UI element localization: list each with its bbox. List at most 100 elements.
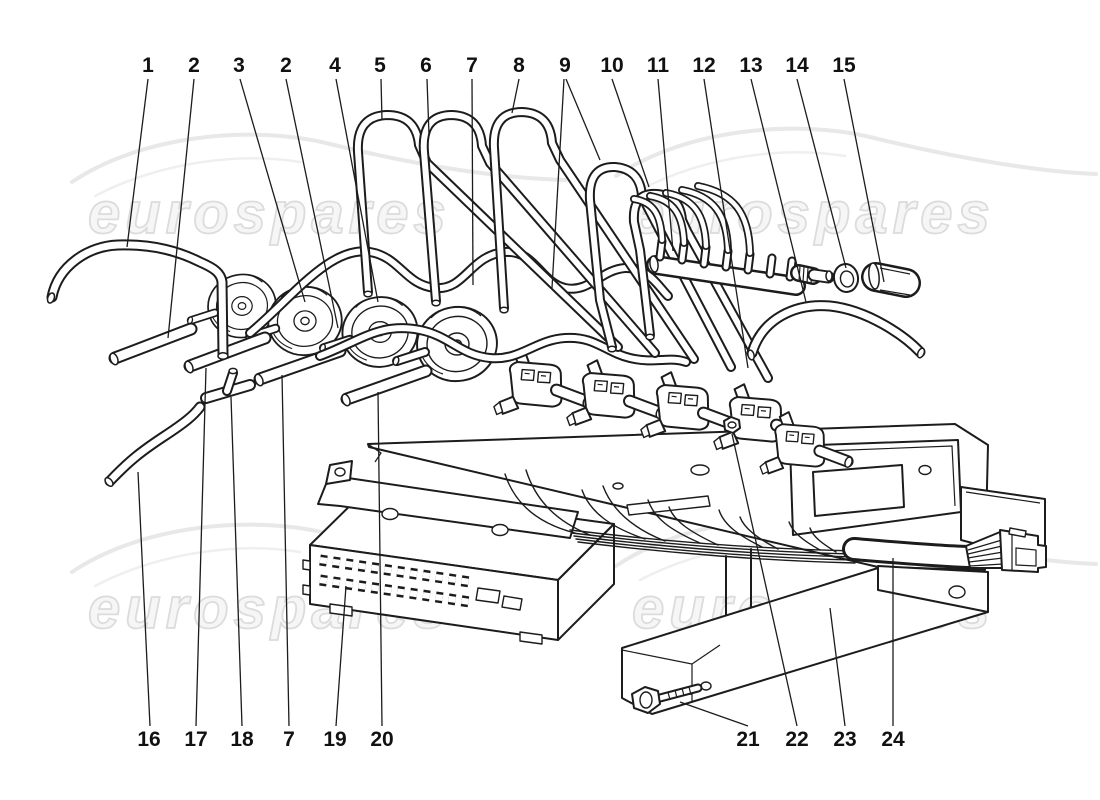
grommet-ring-part bbox=[839, 270, 855, 288]
leader-line-21 bbox=[679, 701, 749, 727]
support-bracket-assembly-part bbox=[877, 565, 989, 613]
hex-bolt bbox=[631, 683, 703, 714]
wiring-harness-part bbox=[575, 538, 856, 561]
callout-label-12: 12 bbox=[692, 54, 715, 77]
support-bracket-assembly-part bbox=[948, 585, 966, 599]
leader-line-7 bbox=[471, 78, 474, 286]
retaining-nut bbox=[723, 416, 741, 434]
vacuum-manifold bbox=[630, 182, 921, 298]
wavy-hose-upper bbox=[245, 246, 673, 338]
straight-tube-set-part bbox=[109, 352, 119, 366]
vacuum-manifold-part bbox=[649, 255, 659, 273]
callout-label-15: 15 bbox=[832, 54, 856, 77]
support-bracket-assembly-part bbox=[965, 491, 1041, 504]
wiring-harness-part bbox=[845, 540, 977, 566]
hex-bolt-part bbox=[639, 691, 653, 709]
wiring-harness-part bbox=[571, 532, 856, 555]
tee-fitting-part bbox=[224, 370, 236, 394]
multi-pin-connector-part bbox=[1008, 527, 1027, 538]
servo-mounting-plate-part bbox=[690, 464, 710, 476]
control-unit-box-part bbox=[302, 559, 311, 571]
leader-line-23 bbox=[829, 607, 846, 727]
callout-label-22: 22 bbox=[785, 728, 808, 751]
connector-face-part bbox=[501, 595, 523, 611]
end-cap-part bbox=[863, 264, 919, 296]
callout-label-21: 21 bbox=[736, 728, 760, 751]
wiring-harness-part bbox=[525, 469, 591, 536]
leader-line-9 bbox=[551, 78, 565, 289]
servo-mounting-plate-part bbox=[367, 443, 382, 463]
leader-line-11 bbox=[657, 78, 674, 252]
callout-label-2: 2 bbox=[188, 54, 200, 77]
retaining-nut-part bbox=[727, 421, 737, 429]
wiring-harness-part bbox=[577, 541, 856, 564]
hose-16-part bbox=[104, 476, 114, 488]
callout-label-6: 6 bbox=[420, 54, 432, 77]
multi-pin-connector-part bbox=[1011, 532, 1037, 570]
manifold-hook-hoses-part bbox=[679, 187, 731, 253]
support-bracket-assembly-part bbox=[700, 681, 712, 691]
callout-label-13: 13 bbox=[739, 54, 762, 77]
leader-line-2 bbox=[167, 78, 195, 339]
wavy-hose-upper-part bbox=[247, 248, 671, 336]
u-hose-set-part bbox=[490, 109, 697, 362]
leader-line-18 bbox=[230, 396, 243, 727]
hose-16 bbox=[104, 401, 206, 488]
hose-13-part bbox=[916, 347, 926, 359]
threaded-fitting bbox=[790, 264, 835, 285]
u-hose-set-part bbox=[363, 290, 373, 298]
hose-1-part bbox=[48, 241, 227, 358]
connector-face bbox=[319, 554, 523, 611]
manifold-hook-hoses bbox=[630, 182, 754, 257]
callout-label-7: 7 bbox=[283, 728, 295, 751]
callout-label-10: 10 bbox=[600, 54, 623, 77]
swoosh-curve bbox=[614, 126, 1098, 178]
support-bracket-assembly-part bbox=[812, 464, 905, 517]
end-cap-part bbox=[879, 267, 911, 296]
manifold-hook-hoses-part bbox=[647, 193, 687, 246]
watermark-text: eurospares bbox=[88, 576, 451, 641]
leader-line-7 bbox=[281, 374, 290, 727]
leader-line-19 bbox=[335, 585, 347, 727]
leader-line-10 bbox=[611, 78, 650, 188]
leader-line-4 bbox=[335, 78, 379, 303]
leader-line-9 bbox=[565, 78, 601, 161]
callout-label-9: 9 bbox=[559, 54, 571, 77]
servo-mounting-plate-part bbox=[612, 482, 624, 490]
grommet-ring bbox=[832, 263, 860, 293]
callout-label-3: 3 bbox=[233, 54, 245, 77]
leader-line-12 bbox=[703, 78, 749, 369]
end-cap bbox=[861, 262, 921, 298]
tee-fitting-part bbox=[228, 367, 238, 375]
connector-face-part bbox=[475, 587, 501, 604]
leader-line-15 bbox=[843, 78, 885, 283]
hose-13 bbox=[746, 300, 926, 361]
leader-line-5 bbox=[380, 78, 383, 121]
callout-label-14: 14 bbox=[785, 54, 809, 77]
support-bracket-assembly-part bbox=[918, 464, 932, 476]
wiring-harness-part bbox=[739, 516, 779, 550]
manifold-nipples-part bbox=[767, 255, 775, 277]
callout-label-5: 5 bbox=[374, 54, 386, 77]
leader-line-17 bbox=[195, 367, 207, 727]
callout-label-20: 20 bbox=[370, 728, 393, 751]
hose-16-part bbox=[106, 403, 204, 485]
servo-mounting-plate-part bbox=[626, 495, 711, 516]
swoosh-curve bbox=[638, 151, 847, 192]
callout-label-16: 16 bbox=[137, 728, 160, 751]
leader-line-16 bbox=[137, 471, 151, 727]
swoosh-curve bbox=[93, 547, 302, 588]
leader-line-1 bbox=[126, 78, 149, 248]
wiring-harness-part bbox=[668, 506, 719, 546]
watermark-text: eurospares bbox=[88, 181, 451, 246]
manifold-hook-hoses-part bbox=[695, 183, 753, 256]
leader-line-13 bbox=[750, 78, 807, 303]
u-hose-set-part bbox=[354, 112, 621, 350]
u-hose-set-part bbox=[499, 306, 509, 314]
u-hose-set-part bbox=[420, 112, 658, 356]
leader-line-22 bbox=[731, 433, 798, 727]
straight-tube-set-part bbox=[341, 393, 351, 407]
leader-line-8 bbox=[511, 78, 520, 114]
control-unit-box-part bbox=[557, 523, 615, 641]
